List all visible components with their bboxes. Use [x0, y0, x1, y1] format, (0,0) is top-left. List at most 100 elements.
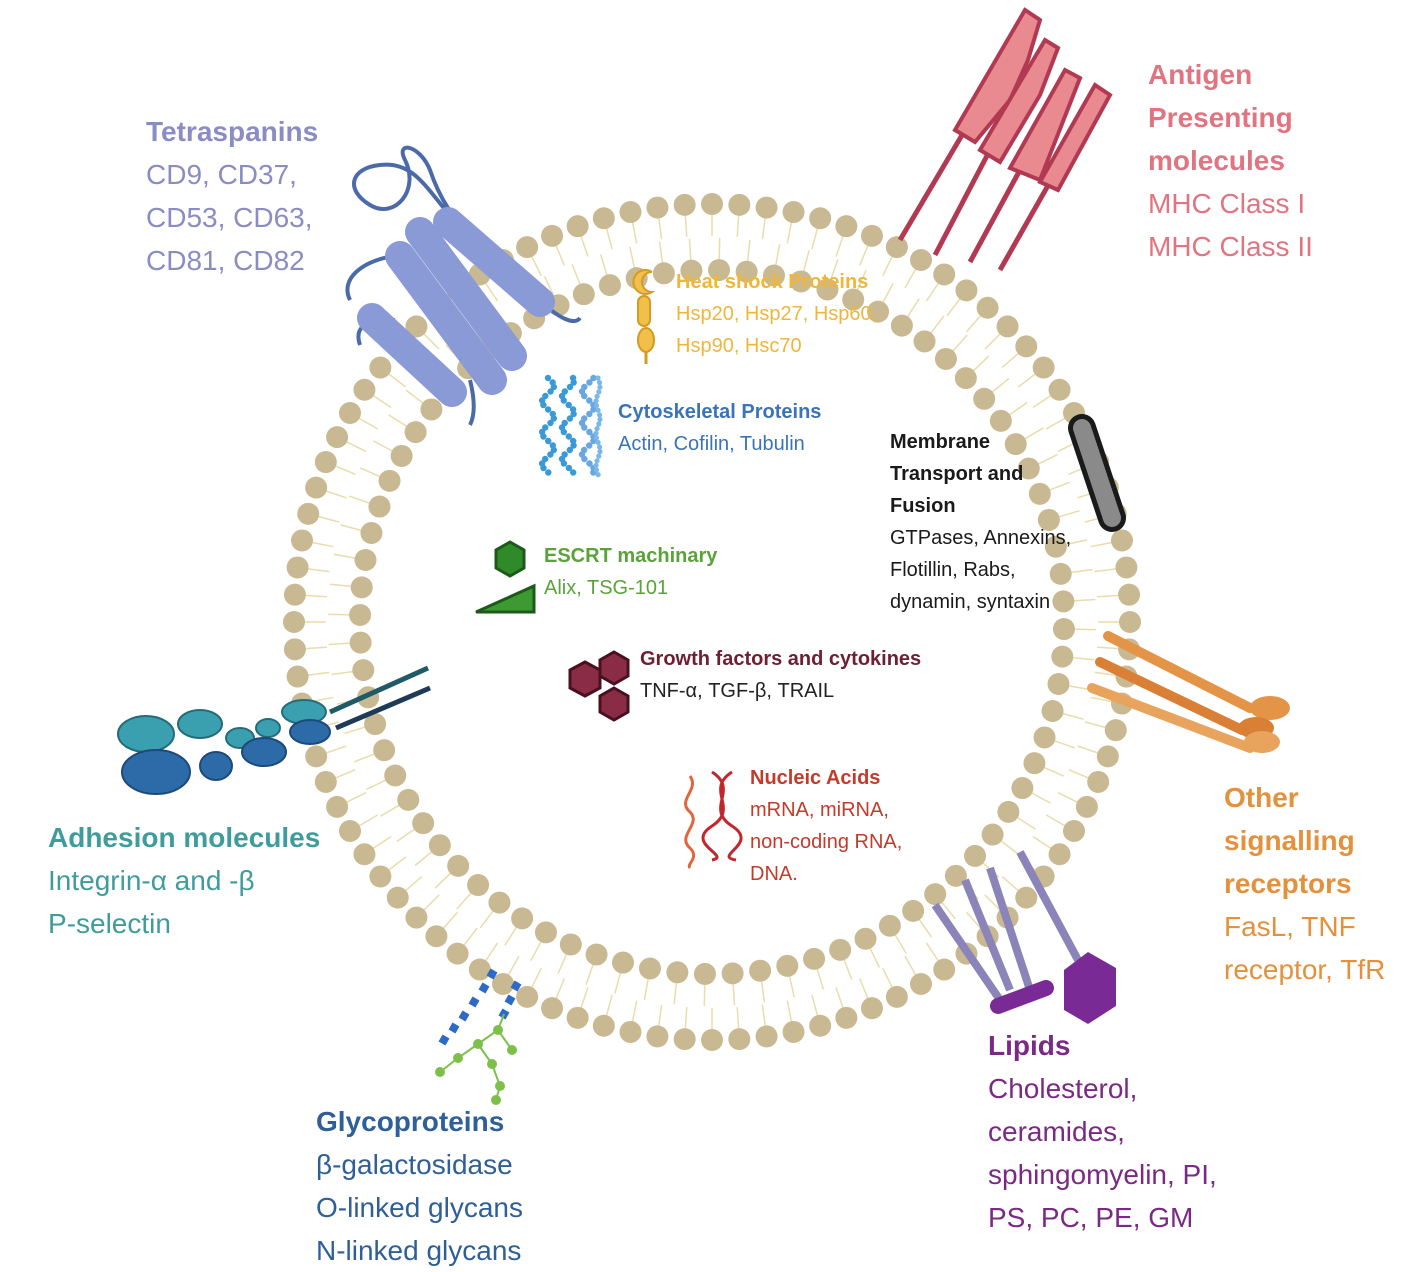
lipids-title: Lipids: [988, 1024, 1217, 1067]
lipid-tail: [762, 1005, 765, 1027]
lipid-head: [1097, 745, 1119, 767]
lipid-head: [1049, 843, 1071, 865]
tetraspanins-title: Tetraspanins: [146, 110, 318, 153]
cytoskeletal-title: Cytoskeletal Proteins: [618, 396, 821, 428]
lipid-tail: [812, 228, 818, 249]
lipid-tail: [332, 671, 354, 674]
lipid-head: [339, 402, 361, 424]
lipid-tail: [360, 468, 380, 477]
lipid-tail: [632, 222, 636, 244]
antigen-line: MHC Class II: [1148, 225, 1313, 268]
lipid-head: [646, 197, 668, 219]
lipids-line: Cholesterol,: [988, 1067, 1217, 1110]
glycan-unit: [435, 1067, 445, 1077]
lipid-head: [694, 963, 716, 985]
lipid-tail: [388, 374, 405, 387]
lipid-tail: [905, 269, 916, 288]
lipid-tail: [307, 569, 329, 572]
lipid-tail: [690, 239, 691, 261]
actin-subunit: [547, 451, 553, 457]
lipid-head: [910, 973, 932, 995]
actin-filament-icon: [539, 375, 603, 477]
lipid-head: [369, 865, 391, 887]
actin-subunit: [596, 454, 601, 459]
lipid-head: [291, 529, 313, 551]
lipid-head: [1023, 752, 1045, 774]
lipid-head: [326, 426, 348, 448]
lipid-tail: [1095, 569, 1117, 572]
lipid-tail: [926, 943, 938, 961]
actin-subunit: [581, 456, 587, 462]
lipid-tail: [1033, 836, 1051, 848]
lipid-tail: [789, 976, 794, 997]
lipid-head: [1049, 379, 1071, 401]
lipid-head: [467, 874, 489, 896]
actin-subunit: [597, 385, 602, 390]
glycan-unit: [453, 1053, 463, 1063]
lipid-head: [619, 201, 641, 223]
tetraspanins-label: Tetraspanins CD9, CD37, CD53, CD63, CD81…: [146, 110, 318, 282]
actin-subunit: [545, 469, 551, 475]
lipid-tail: [1017, 817, 1036, 829]
lipid-head: [935, 348, 957, 370]
actin-subunit: [596, 421, 601, 426]
lipid-tail: [330, 584, 352, 586]
lipid-head: [1118, 584, 1140, 606]
lipid-head: [924, 883, 946, 905]
lipid-tail: [329, 643, 351, 644]
lipid-head: [315, 771, 337, 793]
actin-subunit: [561, 429, 567, 435]
membrane-transport-title: Fusion: [890, 490, 1071, 522]
lipid-tail: [660, 242, 663, 264]
actin-subunit: [567, 384, 573, 390]
lipid-tail: [359, 418, 378, 429]
lipid-tail: [373, 395, 391, 407]
lipid-head: [861, 997, 883, 1019]
lipid-tail: [485, 943, 497, 961]
lipid-tail: [344, 727, 365, 733]
lipid-head: [384, 765, 406, 787]
membrane-transport-line: GTPases, Annexins,: [890, 522, 1071, 554]
signalling-title: receptors: [1224, 862, 1385, 905]
transport-protein-icon: [1082, 428, 1112, 518]
lipid-tail: [1071, 570, 1093, 573]
lipid-head: [369, 357, 391, 379]
lipid-tail: [1033, 395, 1051, 407]
lipid-tail: [340, 525, 361, 531]
lipid-head: [1033, 357, 1055, 379]
lipid-head: [425, 925, 447, 947]
lipid-head: [955, 279, 977, 301]
lipid-tail: [366, 780, 386, 790]
lipid-tail: [953, 335, 968, 351]
lipid-head: [284, 638, 306, 660]
membrane-transport-title: Transport and: [890, 458, 1071, 490]
lipid-head: [933, 959, 955, 981]
actin-subunit: [595, 408, 600, 413]
lipid-head: [619, 1021, 641, 1043]
signalling-line: FasL, TNF: [1224, 905, 1385, 948]
lipid-tail: [1097, 595, 1119, 596]
lipid-head: [1115, 556, 1137, 578]
lipid-head: [350, 632, 372, 654]
lipid-head: [488, 892, 510, 914]
lipid-head: [391, 445, 413, 467]
lipid-tail: [737, 1007, 738, 1029]
mhc-molecule-icon: [900, 10, 1110, 270]
lipid-head: [1063, 820, 1085, 842]
actin-subunit: [547, 420, 553, 426]
lipid-head: [379, 470, 401, 492]
actin-subunit: [540, 465, 546, 471]
lipid-tail: [1018, 374, 1035, 387]
glycoproteins-line: β-galactosidase: [316, 1143, 523, 1186]
lipid-tail: [326, 491, 347, 498]
lipid-tail: [581, 236, 588, 257]
nucleic-acids-line: non-coding RNA,: [750, 826, 902, 858]
growth-factors-label: Growth factors and cytokines TNF-α, TGF-…: [640, 643, 921, 707]
cytokine-hexagon-icon: [570, 652, 628, 720]
lipid-head: [573, 283, 595, 305]
lipid-head: [1087, 771, 1109, 793]
actin-subunit: [570, 469, 576, 475]
adhesion-label: Adhesion molecules Integrin-α and -β P-s…: [48, 816, 320, 945]
adhesion-line: P-selectin: [48, 902, 320, 945]
lipid-tail: [531, 941, 541, 960]
